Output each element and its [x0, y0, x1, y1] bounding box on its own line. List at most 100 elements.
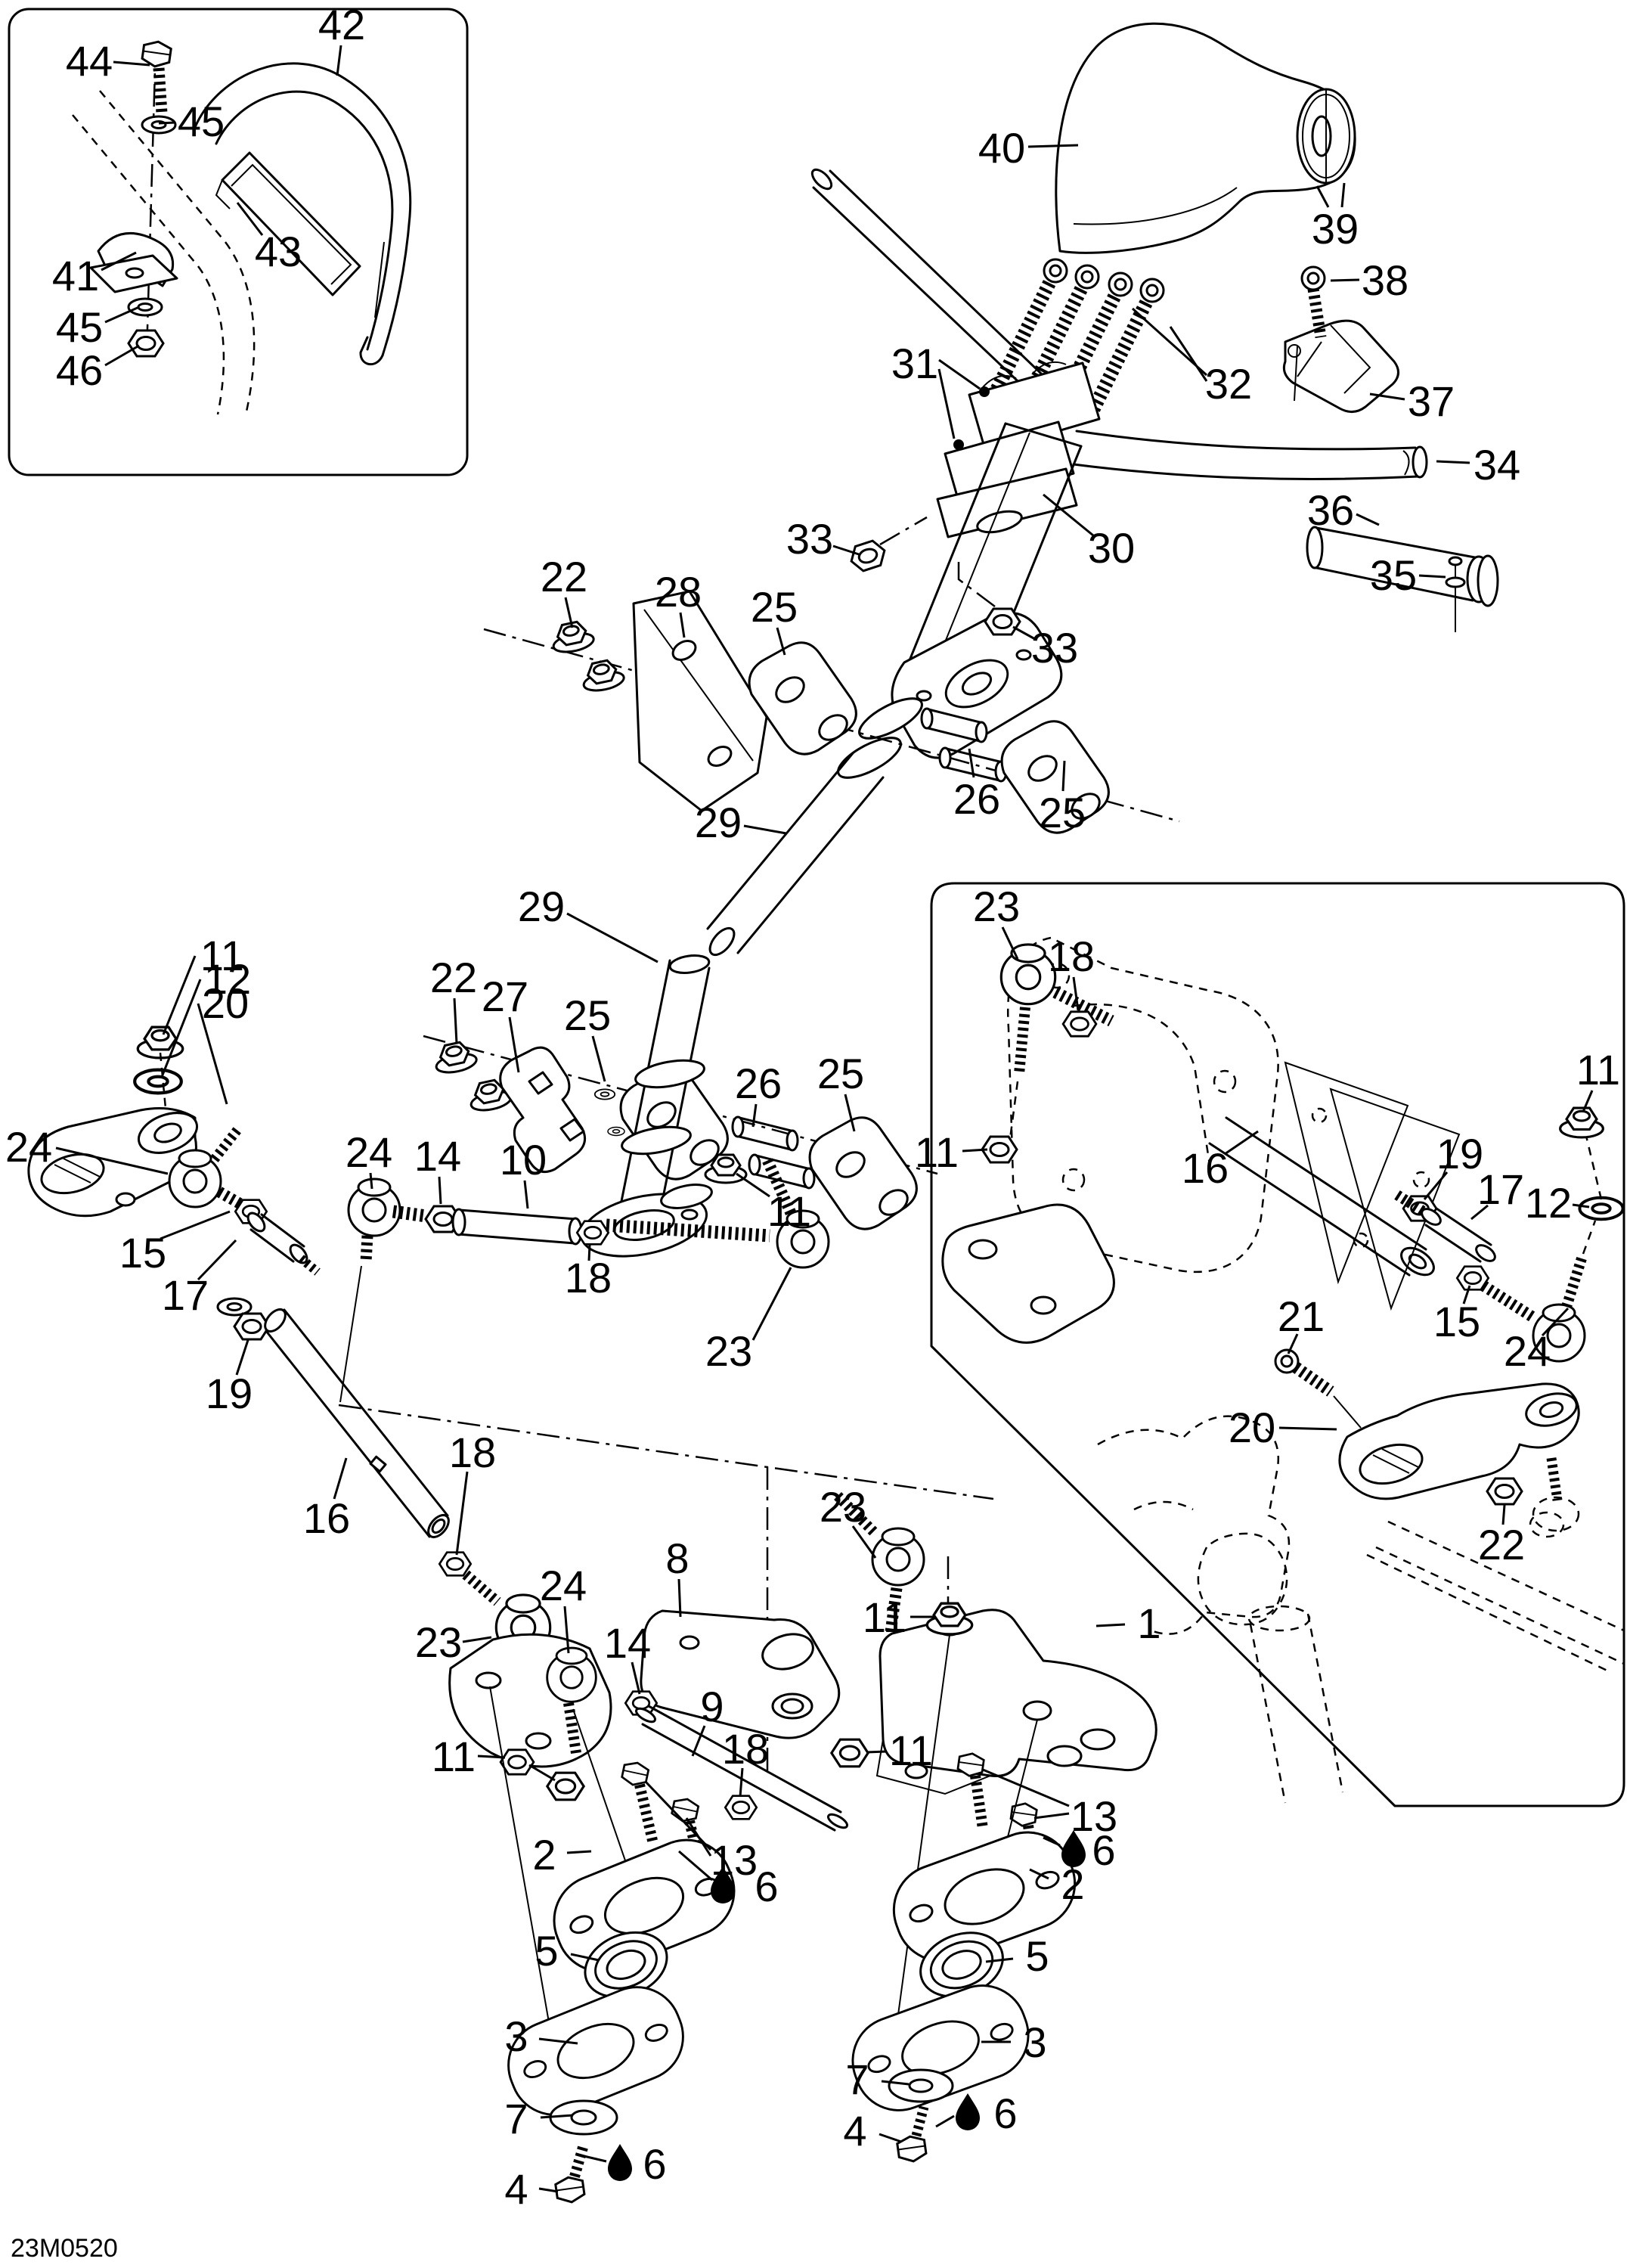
leader-line: [1541, 1307, 1570, 1337]
leader-line: [235, 1339, 249, 1376]
callout-label: 18: [722, 1725, 769, 1773]
leader-line: [540, 2114, 574, 2119]
inset-detail-box: [8, 8, 469, 476]
leader-line: [162, 955, 197, 1035]
clamp-hole-dot: [953, 439, 964, 450]
nut-18: [1061, 1010, 1098, 1038]
callout-label: 19: [1436, 1130, 1483, 1177]
callout-layer: 4445424341454640393837323134363035333322…: [5, 1, 1620, 2213]
callout-label: 11: [200, 932, 244, 979]
leader-line: [982, 1768, 1070, 1807]
loctite-droplet-icon: [956, 2093, 980, 2130]
callout-label: 11: [432, 1733, 476, 1780]
callout-label: 24: [5, 1123, 52, 1171]
callout-label: 44: [66, 37, 113, 85]
callout-label: 7: [845, 2055, 869, 2103]
leader-line: [101, 251, 137, 271]
leader-line: [508, 1016, 520, 1073]
callout-label: 34: [1474, 441, 1520, 489]
leader-line: [691, 1725, 706, 1757]
leader-line: [938, 358, 981, 390]
riser-clamps-31: [936, 361, 1101, 538]
leader-line: [538, 2037, 578, 2045]
callout-label: 24: [346, 1128, 392, 1176]
leader-line: [851, 1525, 877, 1559]
callout-label: 14: [604, 1619, 651, 1667]
clamp-41: [89, 231, 178, 293]
leader-line: [333, 1457, 348, 1500]
leader-line: [1423, 1171, 1449, 1200]
leader-line: [1462, 1285, 1471, 1305]
leader-line: [1043, 1836, 1061, 1847]
leader-line: [1582, 1090, 1594, 1112]
leader-line: [580, 2154, 607, 2163]
callout-label: 43: [255, 228, 302, 275]
callout-label: 23: [973, 883, 1020, 930]
callout-label: 16: [1182, 1144, 1229, 1192]
callout-label: 23: [415, 1618, 462, 1666]
callout-label: 33: [1031, 624, 1078, 672]
callout-label: 14: [414, 1132, 461, 1180]
callout-label: 11: [915, 1128, 959, 1176]
document-code: 23M0520: [11, 2234, 118, 2263]
callout-label: 27: [482, 973, 528, 1020]
leader-line: [438, 1176, 442, 1205]
nut-18: [724, 1795, 758, 1820]
callout-label: 11: [889, 1727, 933, 1774]
callout-label: 46: [56, 346, 103, 394]
leader-line: [985, 1957, 1014, 1963]
callout-label: 8: [665, 1534, 689, 1582]
bolt-38: [1297, 265, 1327, 377]
support-bracket-28: [632, 590, 768, 812]
handlebar-end-34: [1412, 445, 1428, 479]
callout-label: 7: [504, 2095, 528, 2142]
axis-line: [489, 1686, 550, 2023]
leader-line: [879, 2133, 902, 2143]
leader-line: [538, 2187, 559, 2193]
leader-line: [962, 1148, 988, 1153]
leader-line: [1501, 1504, 1506, 1525]
hook-42: [194, 62, 412, 365]
callout-label: 4: [843, 2107, 866, 2155]
leader-line: [197, 1239, 237, 1281]
bolt-44: [140, 39, 173, 114]
leader-line: [55, 1146, 169, 1175]
washer-7: [888, 2068, 954, 2103]
callout-label: 12: [1525, 1179, 1572, 1227]
steering-arm-20-installed: [1338, 1382, 1580, 1538]
callout-label: 18: [1048, 932, 1095, 980]
column-clamp-25d: [808, 1116, 918, 1230]
callout-label: 5: [535, 1927, 558, 1975]
callout-label: 6: [755, 1863, 778, 1910]
centerline: [879, 516, 928, 546]
leader-line: [1095, 1623, 1126, 1627]
callout-label: 41: [52, 252, 99, 299]
leader-line: [523, 1180, 529, 1209]
leader-line: [570, 1953, 600, 1962]
callout-label: 42: [318, 1, 365, 48]
leader-line: [566, 912, 659, 963]
leader-line: [197, 1003, 228, 1105]
leader-line: [881, 2080, 910, 2086]
callout-label: 29: [518, 883, 565, 930]
callout-label: 15: [119, 1229, 166, 1277]
column-clamp-25b: [1000, 720, 1110, 834]
centerline: [957, 561, 996, 607]
callout-label: 18: [565, 1254, 612, 1302]
callout-label: 6: [643, 2140, 666, 2188]
leader-line: [1001, 926, 1019, 960]
callout-label: 15: [1433, 1298, 1480, 1345]
clamp-bolt-21: [1274, 1348, 1362, 1429]
callout-label: 11: [1576, 1046, 1620, 1094]
callout-label: 24: [540, 1562, 587, 1609]
loctite-droplet-icon: [608, 2144, 632, 2181]
washer-45-bottom: [127, 297, 163, 317]
callout-label: 45: [56, 303, 103, 351]
callout-label: 20: [1229, 1404, 1275, 1451]
leader-line: [1315, 185, 1330, 208]
callout-label: 17: [162, 1271, 209, 1319]
leader-line: [1043, 493, 1094, 537]
callout-label: 12: [204, 955, 251, 1003]
callout-label: 3: [1023, 2018, 1046, 2066]
